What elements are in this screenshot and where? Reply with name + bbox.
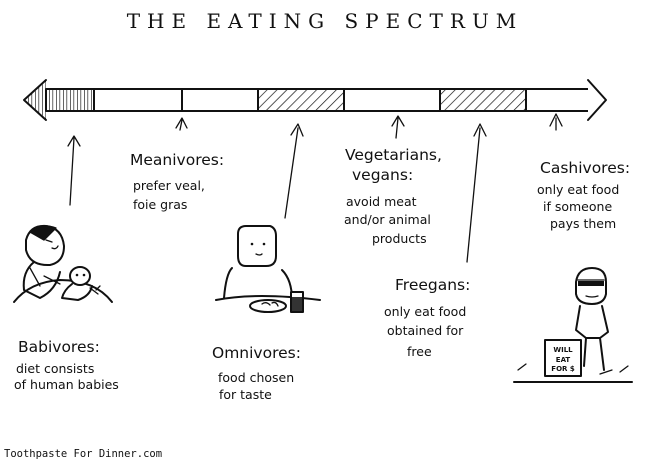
label-babivores: Babivores: diet consists of human babies: [14, 338, 119, 392]
arrowhead-right-icon: [587, 79, 607, 121]
label-meanivores: Meanivores: prefer veal, foie gras: [130, 151, 224, 212]
pointer-arrows: [67, 113, 563, 263]
vegetarians-name-2: vegans:: [352, 166, 413, 184]
meanivores-desc-1: prefer veal,: [133, 178, 205, 193]
sign-line-2: EAT: [556, 356, 571, 364]
freegans-desc-2: obtained for: [387, 323, 464, 338]
cashivores-desc-2: if someone: [543, 199, 612, 214]
babivores-name: Babivores:: [18, 338, 100, 356]
meanivores-desc-2: foie gras: [133, 197, 187, 212]
omnivores-desc-2: for taste: [219, 387, 272, 402]
freegans-desc-1: only eat food: [384, 304, 466, 319]
label-vegetarians: Vegetarians, vegans: avoid meat and/or a…: [344, 146, 442, 246]
vegetarians-desc-2: and/or animal: [344, 212, 431, 227]
spectrum-segment-hatched-freegan: [440, 89, 526, 111]
arrowhead-left-icon: [23, 79, 47, 121]
comic-title: THE EATING SPECTRUM: [127, 9, 524, 33]
vegetarians-desc-3: products: [372, 231, 427, 246]
spectrum-arrow: [23, 79, 607, 121]
cashivores-desc-1: only eat food: [537, 182, 619, 197]
sign-line-1: WILL: [553, 346, 573, 354]
vegetarians-desc-1: avoid meat: [346, 194, 417, 209]
freegans-name: Freegans:: [395, 276, 470, 294]
omnivores-name: Omnivores:: [212, 344, 301, 362]
label-omnivores: Omnivores: food chosen for taste: [212, 344, 301, 402]
babivore-illustration: [13, 224, 113, 303]
sign-line-3: FOR $: [551, 365, 575, 373]
meanivores-name: Meanivores:: [130, 151, 224, 169]
cashivore-illustration: WILL EAT FOR $: [513, 267, 633, 383]
babivores-desc-2: of human babies: [14, 377, 119, 392]
site-credit: Toothpaste For Dinner.com: [4, 448, 162, 460]
cashivores-desc-3: pays them: [550, 216, 616, 231]
cashivores-name: Cashivores:: [540, 159, 630, 177]
label-freegans: Freegans: only eat food obtained for fre…: [384, 276, 470, 359]
babivores-desc-1: diet consists: [16, 361, 94, 376]
spectrum-segment-hatched-omnivore: [258, 89, 344, 111]
label-cashivores: Cashivores: only eat food if someone pay…: [537, 159, 630, 231]
omnivores-desc-1: food chosen: [218, 370, 294, 385]
omnivore-illustration: [215, 225, 321, 313]
freegans-desc-3: free: [407, 344, 432, 359]
spectrum-segment-striped-left: [46, 89, 94, 111]
vegetarians-name-1: Vegetarians,: [345, 146, 442, 164]
